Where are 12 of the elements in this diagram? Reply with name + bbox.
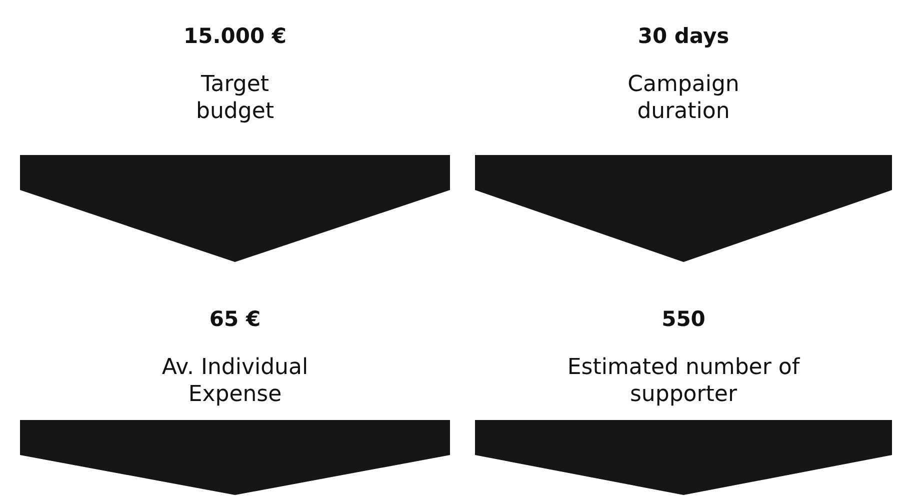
chevron-arrow [475,420,892,495]
figure-label: Campaign duration [626,71,740,125]
figure-value: 30 days [638,23,730,50]
figure-label: Target budget [195,71,275,125]
figure-value: 65 € [209,306,261,333]
figure-value: 15.000 € [184,23,286,50]
figure-value: 550 [662,306,706,333]
figure-label: Av. Individual Expense [160,354,310,408]
chevron-arrow [475,155,892,262]
figure-label: Estimated number of supporter [566,354,801,408]
chevron-arrow [20,420,450,495]
chevron-arrow [20,155,450,262]
